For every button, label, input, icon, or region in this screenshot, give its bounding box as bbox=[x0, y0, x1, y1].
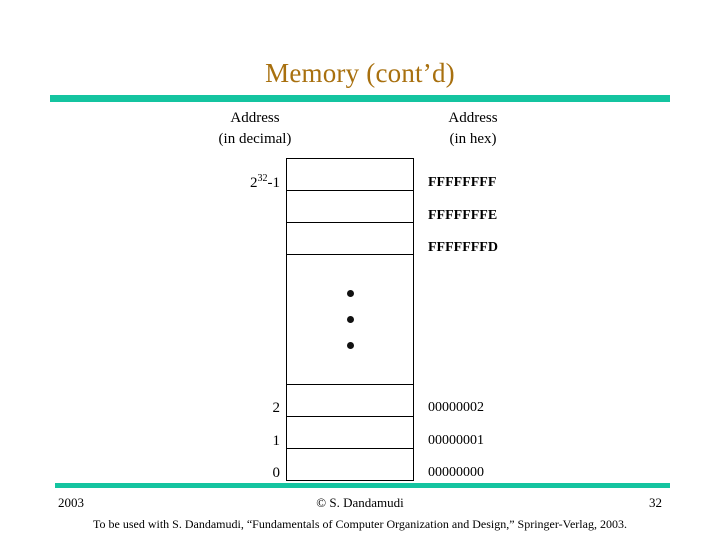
decimal-address-label: 0 bbox=[272, 465, 281, 481]
memory-cell bbox=[287, 449, 413, 479]
hex-address-label: 00000001 bbox=[428, 433, 484, 448]
memory-cell bbox=[287, 223, 413, 255]
decimal-address-label: 1 bbox=[272, 433, 281, 449]
hex-address-label: FFFFFFFD bbox=[428, 240, 498, 255]
hex-address-label: FFFFFFFE bbox=[428, 208, 498, 223]
column-header-hex-line2: (in hex) bbox=[449, 131, 497, 147]
page-title: Memory (cont’d) bbox=[265, 58, 455, 88]
column-header-hex: Address (in hex) bbox=[405, 108, 541, 150]
hex-address-label: 00000000 bbox=[428, 465, 484, 480]
memory-cell bbox=[287, 159, 413, 191]
footer-page-number: 32 bbox=[649, 495, 662, 510]
memory-cell-gap bbox=[287, 255, 413, 385]
decimal-address-label-column: 232-1 2 1 0 bbox=[186, 158, 281, 482]
footer-year: 2003 bbox=[58, 495, 84, 510]
footer-copyright: © S. Dandamudi bbox=[316, 495, 404, 510]
slide-footer: 2003 © S. Dandamudi 32 To be used with S… bbox=[0, 494, 720, 540]
hex-address-label: FFFFFFFF bbox=[428, 175, 497, 190]
decimal-address-label: 2 bbox=[272, 400, 281, 416]
hex-address-label: 00000002 bbox=[428, 400, 484, 415]
decimal-exponent: 32 bbox=[257, 173, 268, 184]
vertical-ellipsis-icon bbox=[347, 290, 354, 349]
column-header-decimal: Address (in decimal) bbox=[185, 108, 325, 150]
memory-cell bbox=[287, 417, 413, 449]
footer-attribution: To be used with S. Dandamudi, “Fundament… bbox=[93, 517, 627, 531]
column-header-decimal-line1: Address bbox=[230, 110, 280, 126]
memory-cell bbox=[287, 385, 413, 417]
column-header-decimal-line2: (in decimal) bbox=[218, 131, 292, 147]
footer-divider-rule bbox=[55, 483, 670, 488]
memory-cell-stack bbox=[286, 158, 414, 481]
hex-address-label-column: FFFFFFFF FFFFFFFE FFFFFFFD 00000002 0000… bbox=[428, 158, 558, 481]
decimal-base: 2 bbox=[250, 175, 258, 191]
footer-primary-row: 2003 © S. Dandamudi 32 bbox=[0, 494, 720, 512]
decimal-address-label: 232-1 bbox=[190, 174, 280, 192]
decimal-suffix: -1 bbox=[267, 175, 281, 191]
memory-cell bbox=[287, 191, 413, 223]
title-divider-rule bbox=[50, 95, 670, 102]
column-header-hex-line1: Address bbox=[448, 110, 498, 126]
